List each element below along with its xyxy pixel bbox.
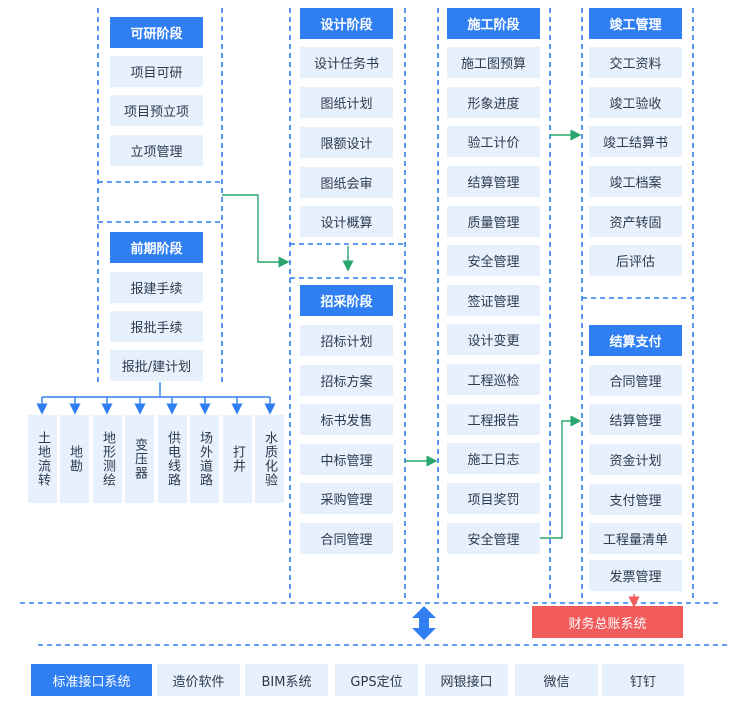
procurement-item[interactable]: 标书发售 xyxy=(300,404,393,435)
integration-system[interactable]: 钉钉 xyxy=(602,664,684,696)
construction-item[interactable]: 安全管理 xyxy=(447,245,540,276)
settlement-item[interactable]: 工程量清单 xyxy=(589,523,682,554)
integration-standard-interface[interactable]: 标准接口系统 xyxy=(31,664,152,696)
integration-system[interactable]: 造价软件 xyxy=(157,664,240,696)
preliminary-sub-item[interactable]: 地勘 xyxy=(60,415,89,503)
construction-item[interactable]: 施工图预算 xyxy=(447,47,540,78)
construction-item[interactable]: 安全管理 xyxy=(447,523,540,554)
design-item[interactable]: 设计概算 xyxy=(300,206,393,237)
preliminary-sub-item[interactable]: 土地流转 xyxy=(28,415,57,503)
procurement-item[interactable]: 招标方案 xyxy=(300,365,393,396)
feasibility-item[interactable]: 立项管理 xyxy=(110,135,203,166)
procurement-item[interactable]: 招标计划 xyxy=(300,325,393,356)
preliminary-sub-item[interactable]: 供电线路 xyxy=(158,415,187,503)
design-item[interactable]: 图纸计划 xyxy=(300,87,393,118)
integration-system[interactable]: GPS定位 xyxy=(335,664,418,696)
preliminary-sub-item[interactable]: 地形测绘 xyxy=(93,415,122,503)
finance-ledger-system[interactable]: 财务总账系统 xyxy=(532,606,683,638)
completion-item[interactable]: 竣工档案 xyxy=(589,166,682,197)
construction-item[interactable]: 设计变更 xyxy=(447,324,540,355)
integration-system[interactable]: BIM系统 xyxy=(245,664,328,696)
preliminary-sub-item[interactable]: 水质化验 xyxy=(255,415,284,503)
procurement-item[interactable]: 中标管理 xyxy=(300,444,393,475)
construction-item[interactable]: 项目奖罚 xyxy=(447,483,540,514)
construction-item[interactable]: 工程巡检 xyxy=(447,364,540,395)
settlement-item[interactable]: 发票管理 xyxy=(589,560,682,591)
preliminary-item[interactable]: 报批手续 xyxy=(110,311,203,342)
construction-item[interactable]: 施工日志 xyxy=(447,443,540,474)
construction-item[interactable]: 形象进度 xyxy=(447,87,540,118)
completion-item[interactable]: 资产转固 xyxy=(589,206,682,237)
preliminary-item[interactable]: 报批/建计划 xyxy=(110,350,203,381)
design-item[interactable]: 设计任务书 xyxy=(300,47,393,78)
procurement-stage-header[interactable]: 招采阶段 xyxy=(300,285,393,316)
settlement-item[interactable]: 资金计划 xyxy=(589,444,682,475)
procurement-item[interactable]: 合同管理 xyxy=(300,523,393,554)
bidirectional-arrow-icon xyxy=(412,606,436,640)
completion-item[interactable]: 竣工验收 xyxy=(589,87,682,118)
integration-system[interactable]: 微信 xyxy=(515,664,598,696)
completion-item[interactable]: 竣工结算书 xyxy=(589,126,682,157)
design-item[interactable]: 图纸会审 xyxy=(300,167,393,198)
construction-item[interactable]: 签证管理 xyxy=(447,285,540,316)
preliminary-sub-item[interactable]: 变压器 xyxy=(125,415,154,503)
preliminary-sub-item[interactable]: 场外道路 xyxy=(190,415,219,503)
construction-item[interactable]: 工程报告 xyxy=(447,404,540,435)
design-item[interactable]: 限额设计 xyxy=(300,127,393,158)
preliminary-item[interactable]: 报建手续 xyxy=(110,272,203,303)
construction-item[interactable]: 验工计价 xyxy=(447,126,540,157)
settlement-stage-header[interactable]: 结算支付 xyxy=(589,325,682,356)
design-stage-header[interactable]: 设计阶段 xyxy=(300,8,393,39)
construction-item[interactable]: 质量管理 xyxy=(447,206,540,237)
feasibility-stage-header[interactable]: 可研阶段 xyxy=(110,17,203,48)
completion-stage-header[interactable]: 竣工管理 xyxy=(589,8,682,39)
preliminary-stage-header[interactable]: 前期阶段 xyxy=(110,232,203,263)
settlement-item[interactable]: 结算管理 xyxy=(589,404,682,435)
feasibility-item[interactable]: 项目可研 xyxy=(110,56,203,87)
settlement-item[interactable]: 支付管理 xyxy=(589,484,682,515)
procurement-item[interactable]: 采购管理 xyxy=(300,483,393,514)
completion-item[interactable]: 后评估 xyxy=(589,245,682,276)
feasibility-item[interactable]: 项目预立项 xyxy=(110,95,203,126)
completion-item[interactable]: 交工资料 xyxy=(589,47,682,78)
integration-system[interactable]: 网银接口 xyxy=(425,664,508,696)
construction-item[interactable]: 结算管理 xyxy=(447,166,540,197)
settlement-item[interactable]: 合同管理 xyxy=(589,365,682,396)
preliminary-sub-item[interactable]: 打井 xyxy=(223,415,252,503)
construction-stage-header[interactable]: 施工阶段 xyxy=(447,8,540,39)
